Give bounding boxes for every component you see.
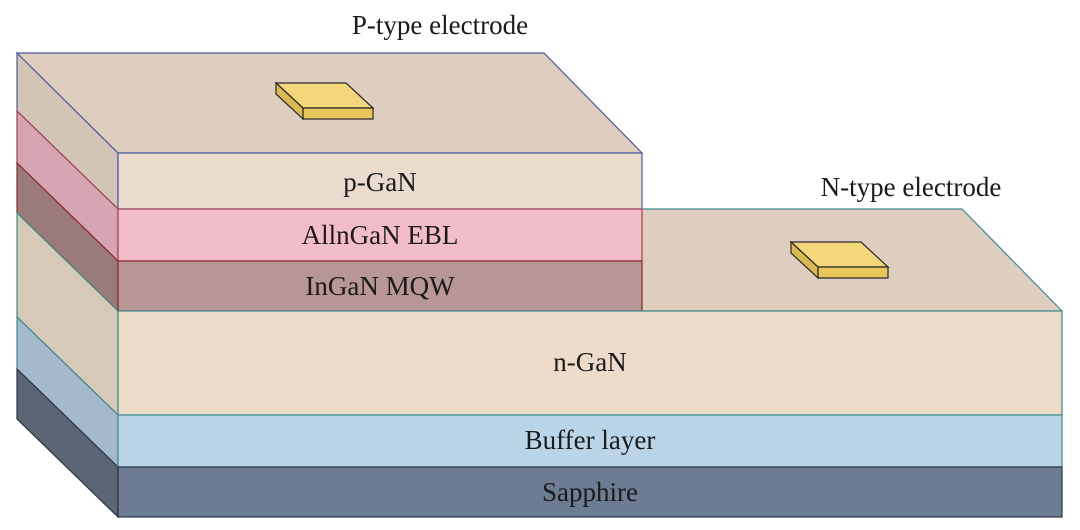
n-electrode-label: N-type electrode bbox=[821, 172, 1002, 202]
p-electrode-label: P-type electrode bbox=[352, 10, 528, 40]
n-electrode-pad bbox=[789, 240, 890, 280]
ebl-label: AllnGaN EBL bbox=[302, 220, 459, 250]
n-gan-layer bbox=[117, 310, 1063, 416]
buffer-label: Buffer layer bbox=[525, 425, 656, 455]
p-electrode-pad bbox=[274, 81, 375, 121]
sapphire-layer bbox=[117, 466, 1063, 518]
sapphire-label: Sapphire bbox=[542, 477, 638, 507]
ebl-layer bbox=[117, 208, 643, 262]
p-gan-label: p-GaN bbox=[343, 167, 416, 197]
p-gan-layer bbox=[117, 152, 643, 210]
n-gan-label: n-GaN bbox=[553, 347, 626, 377]
mqw-label: InGaN MQW bbox=[305, 271, 455, 301]
